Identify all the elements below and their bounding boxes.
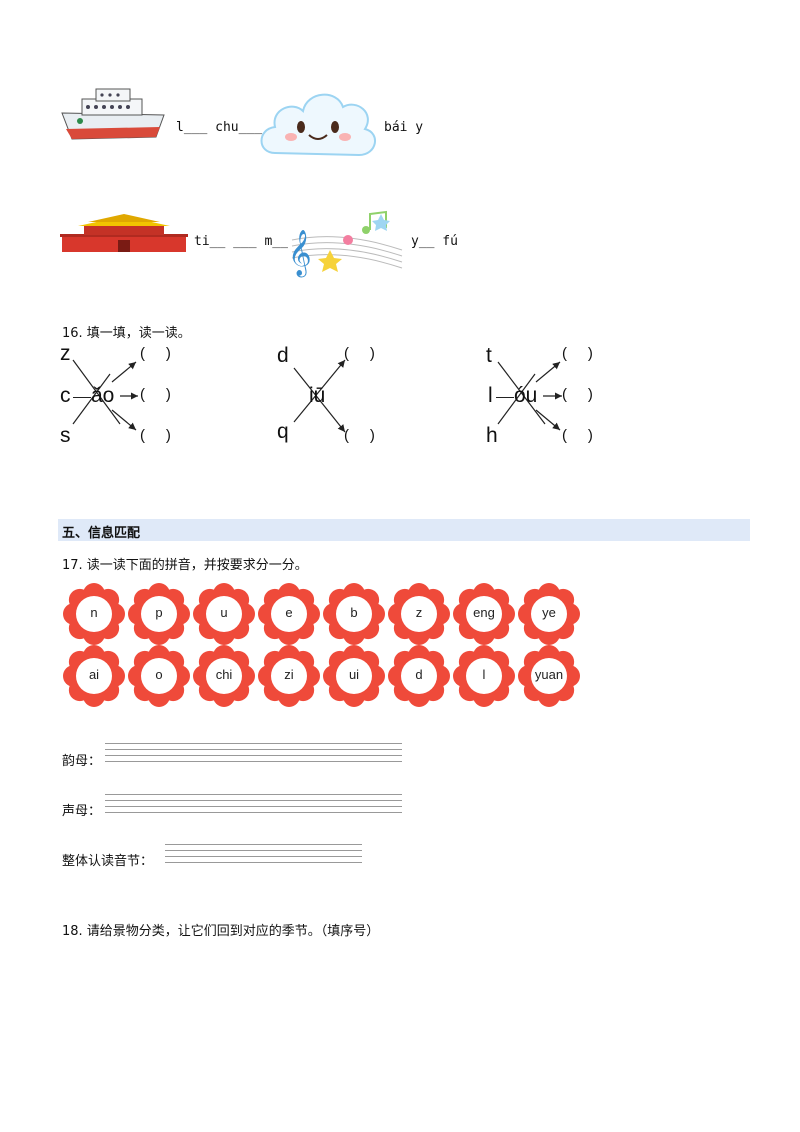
pinyin-flower-label: u <box>220 605 228 620</box>
tiananmen-pinyin-blanks: ti__ ___ m__ <box>194 234 288 249</box>
g1-center-final: ǎo <box>91 384 115 407</box>
ship-image <box>60 85 170 143</box>
pinyin-flower-label: yuan <box>534 667 564 682</box>
pinyin-flower-label: l <box>482 667 486 682</box>
pinyin-flower: eng <box>452 582 516 646</box>
pinyin-flower-label: n <box>90 605 98 620</box>
g3-paren-mid[interactable]: ( ) <box>562 386 593 403</box>
pinyin-flower: e <box>257 582 321 646</box>
question-18-title: 18. 请给景物分类，让它们回到对应的季节。（填序号） <box>62 924 380 939</box>
g1-paren-bottom[interactable]: ( ) <box>140 427 171 444</box>
pinyin-flower: chi <box>192 644 256 708</box>
pinyin-flower-label: b <box>350 605 358 620</box>
g2-bottom-letter: q <box>277 420 289 443</box>
yunmu-writing-lines[interactable] <box>105 743 402 767</box>
pinyin-flower: d <box>387 644 451 708</box>
pinyin-flower: u <box>192 582 256 646</box>
pinyin-flower: ai <box>62 644 126 708</box>
zhengti-writing-lines[interactable] <box>165 844 362 868</box>
g2-top-letter: d <box>277 344 289 367</box>
g2-paren-bottom[interactable]: ( ) <box>344 427 375 444</box>
music-notes-image: 𝄞 <box>282 210 406 278</box>
pinyin-flower: ui <box>322 644 386 708</box>
g1-top-letter: z <box>60 342 71 365</box>
g2-center-final: iū <box>309 384 326 407</box>
cloud-image <box>255 83 380 168</box>
g1-bottom-letter: s <box>60 424 71 447</box>
music-pinyin-blanks: y__ fú <box>411 234 458 249</box>
pinyin-flower: yuan <box>517 644 581 708</box>
pinyin-flower: n <box>62 582 126 646</box>
g3-mid-left-letter: l <box>488 384 493 407</box>
pinyin-flower: zi <box>257 644 321 708</box>
pinyin-flower-label: d <box>415 667 423 682</box>
ship-pinyin-blanks: l___ chu___ <box>176 120 263 135</box>
pinyin-flower-label: e <box>285 605 293 620</box>
pinyin-flower-label: z <box>415 605 423 620</box>
pinyin-flower-label: ye <box>542 605 556 620</box>
g1-paren-top[interactable]: ( ) <box>140 345 171 362</box>
pinyin-flower-label: chi <box>215 667 233 682</box>
pinyin-flower-label: zi <box>284 667 294 682</box>
g1-line-s-z <box>72 373 111 425</box>
g3-center-final: óu <box>514 384 538 407</box>
question-17-title: 17. 读一读下面的拼音，并按要求分一分。 <box>62 558 308 573</box>
cloud-pinyin-blanks: bái y <box>384 120 424 135</box>
pinyin-flower: ye <box>517 582 581 646</box>
pinyin-flower-label: p <box>155 605 163 620</box>
pinyin-flower-label: ai <box>88 667 100 682</box>
g3-paren-top[interactable]: ( ) <box>562 345 593 362</box>
g1-paren-mid[interactable]: ( ) <box>140 386 171 403</box>
shengmu-writing-lines[interactable] <box>105 794 402 818</box>
g3-dash <box>496 397 514 399</box>
tiananmen-image <box>60 214 188 254</box>
g3-top-letter: t <box>486 344 492 367</box>
question-16-title: 16. 填一填，读一读。 <box>62 326 191 341</box>
shengmu-label: 声母： <box>62 804 102 819</box>
pinyin-flower: b <box>322 582 386 646</box>
g3-bottom-letter: h <box>486 424 498 447</box>
section-header-bar <box>58 519 750 541</box>
zhengti-label: 整体认读音节： <box>62 854 154 869</box>
pinyin-flower: z <box>387 582 451 646</box>
pinyin-flower-label: o <box>155 667 163 682</box>
g3-paren-bottom[interactable]: ( ) <box>562 427 593 444</box>
pinyin-flower: l <box>452 644 516 708</box>
pinyin-flower: p <box>127 582 191 646</box>
yunmu-label: 韵母： <box>62 754 102 769</box>
pinyin-flower-label: ui <box>348 667 360 682</box>
g1-dash <box>73 397 91 399</box>
q16-arrows <box>72 359 562 433</box>
pinyin-flower: o <box>127 644 191 708</box>
g2-paren-top[interactable]: ( ) <box>344 345 375 362</box>
section-title: 五、信息匹配 <box>62 526 141 541</box>
pinyin-flower-label: eng <box>473 605 495 620</box>
svg-text:𝄞: 𝄞 <box>288 230 312 278</box>
g1-mid-left-letter: c <box>60 384 71 407</box>
